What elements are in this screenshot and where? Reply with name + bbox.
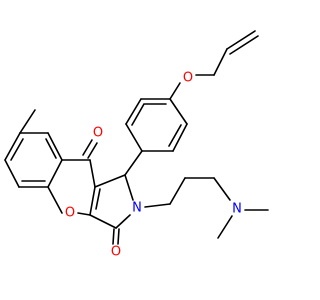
atom-labels: O O N O O N [65, 71, 242, 260]
bond-phenyl-2-double [168, 124, 182, 147]
bonds [4, 30, 269, 245]
bond-c9a-c9 [89, 159, 96, 188]
bond-benzo-1 [47, 132, 63, 161]
bond-allyl-terminal [226, 30, 256, 50]
bond-phenyl-c1 [124, 150, 143, 176]
ether-oxygen-label: O [183, 71, 193, 86]
bond-phenyl-4 [125, 123, 143, 152]
bond-benzo-4 [4, 159, 20, 188]
bond-methyl [19, 109, 36, 134]
bond-lactam-co [112, 228, 115, 245]
bond-lactam-co-double [117, 228, 120, 245]
bond-n-methyl-1 [217, 215, 233, 239]
ketone-oxygen-label: O [93, 126, 103, 141]
bond-n-c3 [115, 214, 131, 229]
bond-c8a-c4a [47, 159, 63, 188]
amine-nitrogen-label: N [232, 202, 242, 217]
bond-benzo-3 [4, 132, 21, 161]
bond-ketone-co [87, 142, 98, 159]
bond-c4a-o [47, 186, 63, 214]
bond-ch2-ch2-2 [169, 177, 186, 205]
bond-phenyl-5-double [131, 103, 145, 126]
bond-c3-c3a [89, 214, 117, 229]
bond-c9a-c1 [94, 174, 126, 188]
lactam-oxygen-label: O [111, 245, 121, 260]
bond-allyl-ch2 [213, 48, 228, 76]
bond-c3a-c9a-double [95, 188, 101, 210]
bond-o-c3a [77, 212, 91, 216]
bond-phenyl-1 [169, 98, 188, 125]
bond-ketone-co-double [82, 139, 93, 156]
molecule-diagram: O O N O O N [4, 30, 269, 260]
ring-nitrogen-label: N [132, 201, 142, 216]
bond-c3a-c9a [89, 186, 96, 216]
bond-n-ch2-1 [144, 203, 171, 208]
bond-benzo-1-double [45, 138, 57, 159]
bond-ch2-n [213, 177, 231, 201]
bond-phenyl-5 [125, 98, 142, 125]
ring-oxygen-label: O [65, 206, 75, 221]
bond-o-aryl [169, 82, 181, 100]
bond-phenyl-2 [172, 123, 188, 152]
structure-drawing: O O N O O N [4, 30, 269, 260]
bond-allyl-terminal-double [229, 35, 259, 55]
bond-benzo-3-double [10, 138, 24, 161]
bond-c1-n [124, 174, 134, 201]
